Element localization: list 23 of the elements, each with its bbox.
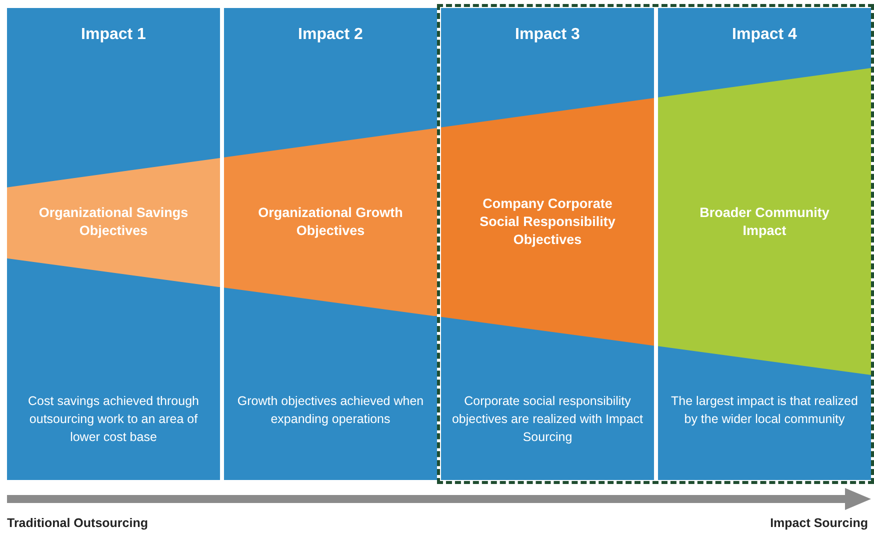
wedge-label: Organizational Growth Objectives bbox=[257, 204, 404, 240]
column-heading: Impact 3 bbox=[514, 26, 581, 44]
description-text: Growth objectives achieved when expanding operations bbox=[236, 393, 425, 428]
column-panel bbox=[441, 8, 654, 480]
column-panel bbox=[224, 8, 437, 480]
description-text: Corporate social responsibility objectives are realized with Impact Sourcing bbox=[451, 393, 644, 446]
axis-end-label: Impact Sourcing bbox=[770, 516, 868, 530]
axis-end-label: Traditional Outsourcing bbox=[7, 516, 148, 530]
description-text: Cost savings achieved through outsourcing work to an area of lower cost base bbox=[27, 393, 200, 446]
column-panel bbox=[658, 8, 871, 480]
column-heading: Impact 1 bbox=[80, 26, 147, 44]
wedge-segment bbox=[658, 68, 871, 375]
wedge-label: Broader Community Impact bbox=[698, 204, 830, 240]
wedge-segment bbox=[224, 128, 437, 316]
wedge-label: Company Corporate Social Responsibility Objectives bbox=[478, 194, 616, 249]
wedge-label: Organizational Savings Objectives bbox=[38, 204, 190, 240]
description-text: The largest impact is that realized by the wider local community bbox=[670, 393, 859, 428]
column-panel bbox=[7, 8, 220, 480]
wedge-segment bbox=[441, 98, 654, 346]
dashed-group-outline bbox=[437, 4, 874, 484]
column-heading: Impact 4 bbox=[731, 26, 798, 44]
column-heading: Impact 2 bbox=[297, 26, 364, 44]
wedge-segment bbox=[7, 158, 220, 287]
